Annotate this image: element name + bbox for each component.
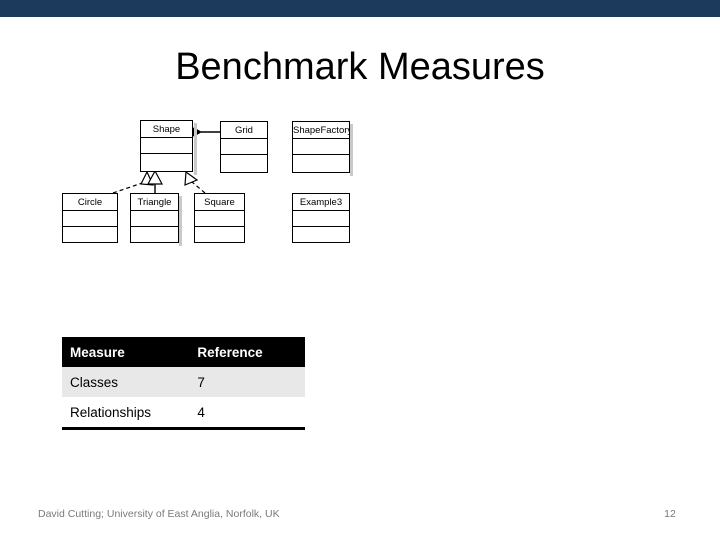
uml-class-shapefactory[interactable]: ShapeFactory [292, 121, 350, 173]
uml-class-name: Circle [63, 194, 117, 211]
uml-class-circle[interactable]: Circle [62, 193, 118, 243]
table-header-row: Measure Reference [62, 337, 305, 367]
uml-methods-compartment [141, 154, 192, 170]
uml-attributes-compartment [141, 138, 192, 154]
uml-class-name: Example3 [293, 194, 349, 211]
realization-line-square-shape [191, 181, 206, 194]
uml-class-name: Shape [141, 121, 192, 138]
table-header: Measure Reference [62, 337, 305, 367]
page-title: Benchmark Measures [175, 46, 545, 88]
uml-methods-compartment [293, 155, 349, 171]
benchmark-measures-table: Measure Reference Classes 7 Relationship… [62, 337, 305, 430]
uml-attributes-compartment [131, 211, 178, 227]
cell-reference-relationships: 4 [197, 404, 205, 420]
uml-methods-compartment [63, 227, 117, 243]
uml-methods-compartment [221, 155, 267, 171]
cell-measure-relationships: Relationships [70, 404, 152, 420]
hollow-triangle-arrowhead-icon-triangle [146, 169, 164, 185]
uml-class-triangle[interactable]: Triangle [130, 193, 179, 243]
uml-attributes-compartment [63, 211, 117, 227]
uml-class-shadow [179, 196, 182, 246]
uml-class-name: Square [195, 194, 244, 211]
table-row: Relationships 4 [62, 397, 305, 429]
uml-attributes-compartment [221, 139, 267, 155]
uml-class-example3[interactable]: Example3 [292, 193, 350, 243]
uml-methods-compartment [293, 227, 349, 243]
table-body: Classes 7 Relationships 4 [62, 367, 305, 429]
hollow-triangle-arrowhead-icon-square [184, 170, 199, 186]
uml-attributes-compartment [293, 139, 349, 155]
uml-class-shadow [194, 123, 197, 175]
uml-attributes-compartment [293, 211, 349, 227]
uml-class-name: Triangle [131, 194, 178, 211]
uml-class-name: ShapeFactory [293, 122, 349, 139]
cell-measure-classes: Classes [70, 374, 119, 390]
page-number: 12 [664, 508, 676, 520]
uml-class-shadow [350, 124, 353, 176]
uml-class-name: Grid [221, 122, 267, 139]
column-header-reference: Reference [197, 344, 263, 360]
uml-class-square[interactable]: Square [194, 193, 245, 243]
uml-methods-compartment [195, 227, 244, 243]
slide-accent-bar [0, 0, 720, 17]
footer-attribution: David Cutting; University of East Anglia… [38, 508, 280, 520]
uml-class-grid[interactable]: Grid [220, 121, 268, 173]
table-row: Classes 7 [62, 367, 305, 397]
cell-reference-classes: 7 [197, 374, 205, 390]
uml-class-diagram: Shape Grid ShapeFactory Circle Triangle [55, 112, 375, 252]
uml-class-shape[interactable]: Shape [140, 120, 193, 172]
uml-attributes-compartment [195, 211, 244, 227]
realization-line-circle-shape [112, 181, 146, 194]
column-header-measure: Measure [70, 344, 125, 360]
uml-methods-compartment [131, 227, 178, 243]
